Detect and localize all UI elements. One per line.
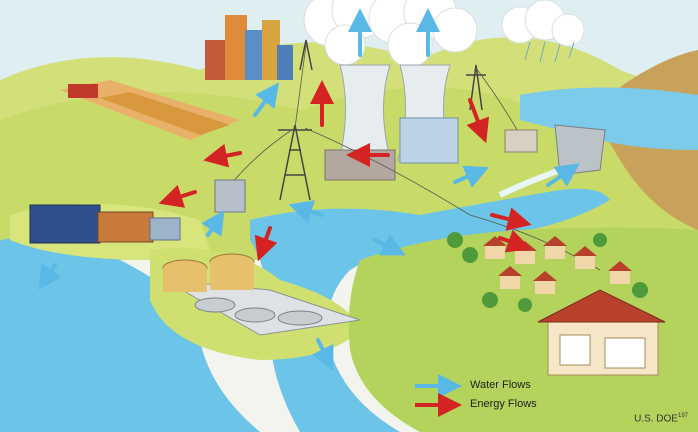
energy-arrow [158,184,197,208]
city-skyline [205,15,293,80]
hydroelectric-dam [554,124,606,176]
rain-lines [524,41,575,63]
water-arrow [38,263,62,290]
dam-spillway [498,167,562,198]
energy-arrow [466,98,490,144]
water-treatment-plant [162,253,361,336]
credit-ref: 197 [677,412,688,419]
farm-field-rows [100,92,230,135]
reservoir [520,87,698,150]
legend-water-label: Water Flows [470,379,531,391]
water-arrow [311,338,334,371]
industrial-plant [29,179,246,244]
hydro-powerhouse [504,129,538,153]
energy-arrow [498,229,532,253]
water-arrow [546,163,580,187]
lake-left [0,237,260,432]
water-arrow [201,210,225,237]
water-flow-arrows [38,8,580,371]
credit-text: U.S. DOE [634,413,678,424]
energy-arrow [203,143,242,168]
water-arrow [253,82,280,117]
power-plant-building [399,117,459,164]
energy-arrow [490,207,532,231]
river [250,188,610,432]
water-arrow [453,165,490,188]
trees [447,232,648,312]
farm-tractor [68,84,98,98]
legend [415,374,462,417]
energy-arrow [254,226,278,262]
residential-house [537,289,666,376]
legend-energy-label: Energy Flows [470,398,537,410]
water-arrow [373,233,406,256]
source-credit: U.S. DOE197 [634,413,688,424]
energy-flow-arrows [158,80,532,262]
water-arrow [288,200,324,224]
